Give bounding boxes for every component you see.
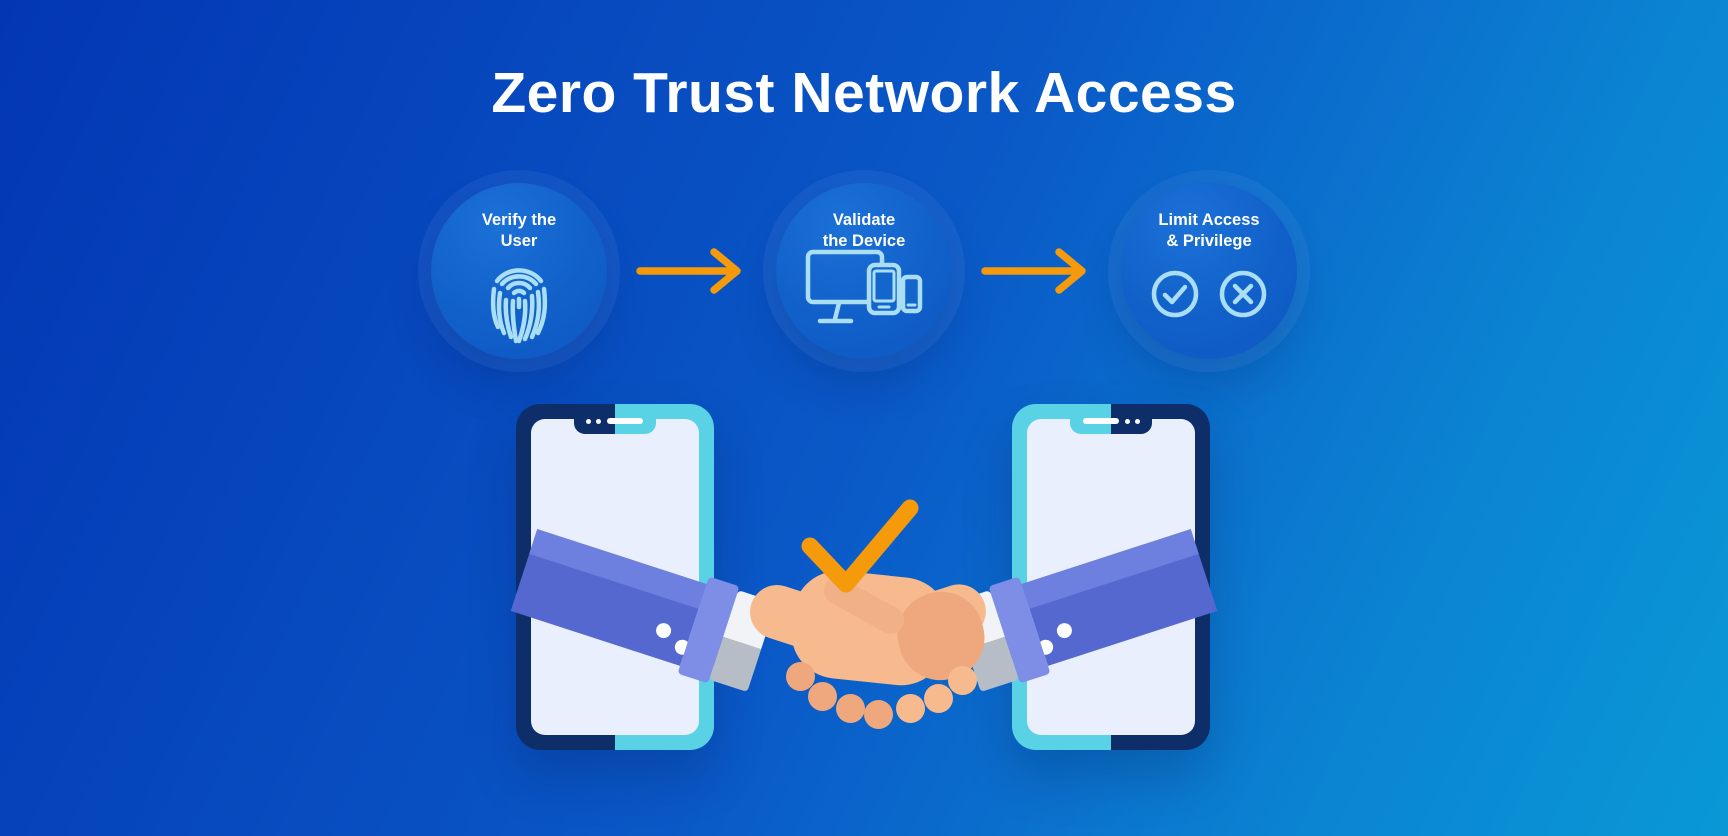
camera-dot [586,419,591,424]
finger [864,700,893,729]
camera-dot [1125,419,1130,424]
camera-dot [596,419,601,424]
allow-deny-icons [1150,269,1268,319]
step-label: Verify the User [481,211,557,251]
finger [948,666,977,695]
finger [836,694,865,723]
finger [896,694,925,723]
step-label: Limit Access & Privilege [1158,211,1260,251]
checkmark-icon [801,499,919,593]
step-limit-access: Limit Access & Privilege [1121,183,1297,359]
devices-icon [805,249,923,324]
step-validate-device: Validate the Device [776,183,952,359]
speaker-bar [607,418,643,424]
flow-arrow-2 [952,183,1121,359]
page-title: Zero Trust Network Access [491,61,1237,125]
finger [786,662,815,691]
finger [808,682,837,711]
speaker-bar [1083,418,1119,424]
process-flow: Verify the User [431,183,1297,359]
fingerprint-icon [490,268,548,344]
camera-dot [1135,419,1140,424]
flow-arrow-1 [607,183,776,359]
right-arrow-icon [980,248,1086,294]
phone-notch [1070,404,1152,434]
right-arrow-icon [635,248,741,294]
step-label: Validate the Device [822,211,906,251]
finger [924,684,953,713]
allow-check-icon [1151,270,1199,318]
step-verify-user: Verify the User [431,183,607,359]
phone-notch [574,404,656,434]
deny-x-icon [1219,270,1267,318]
